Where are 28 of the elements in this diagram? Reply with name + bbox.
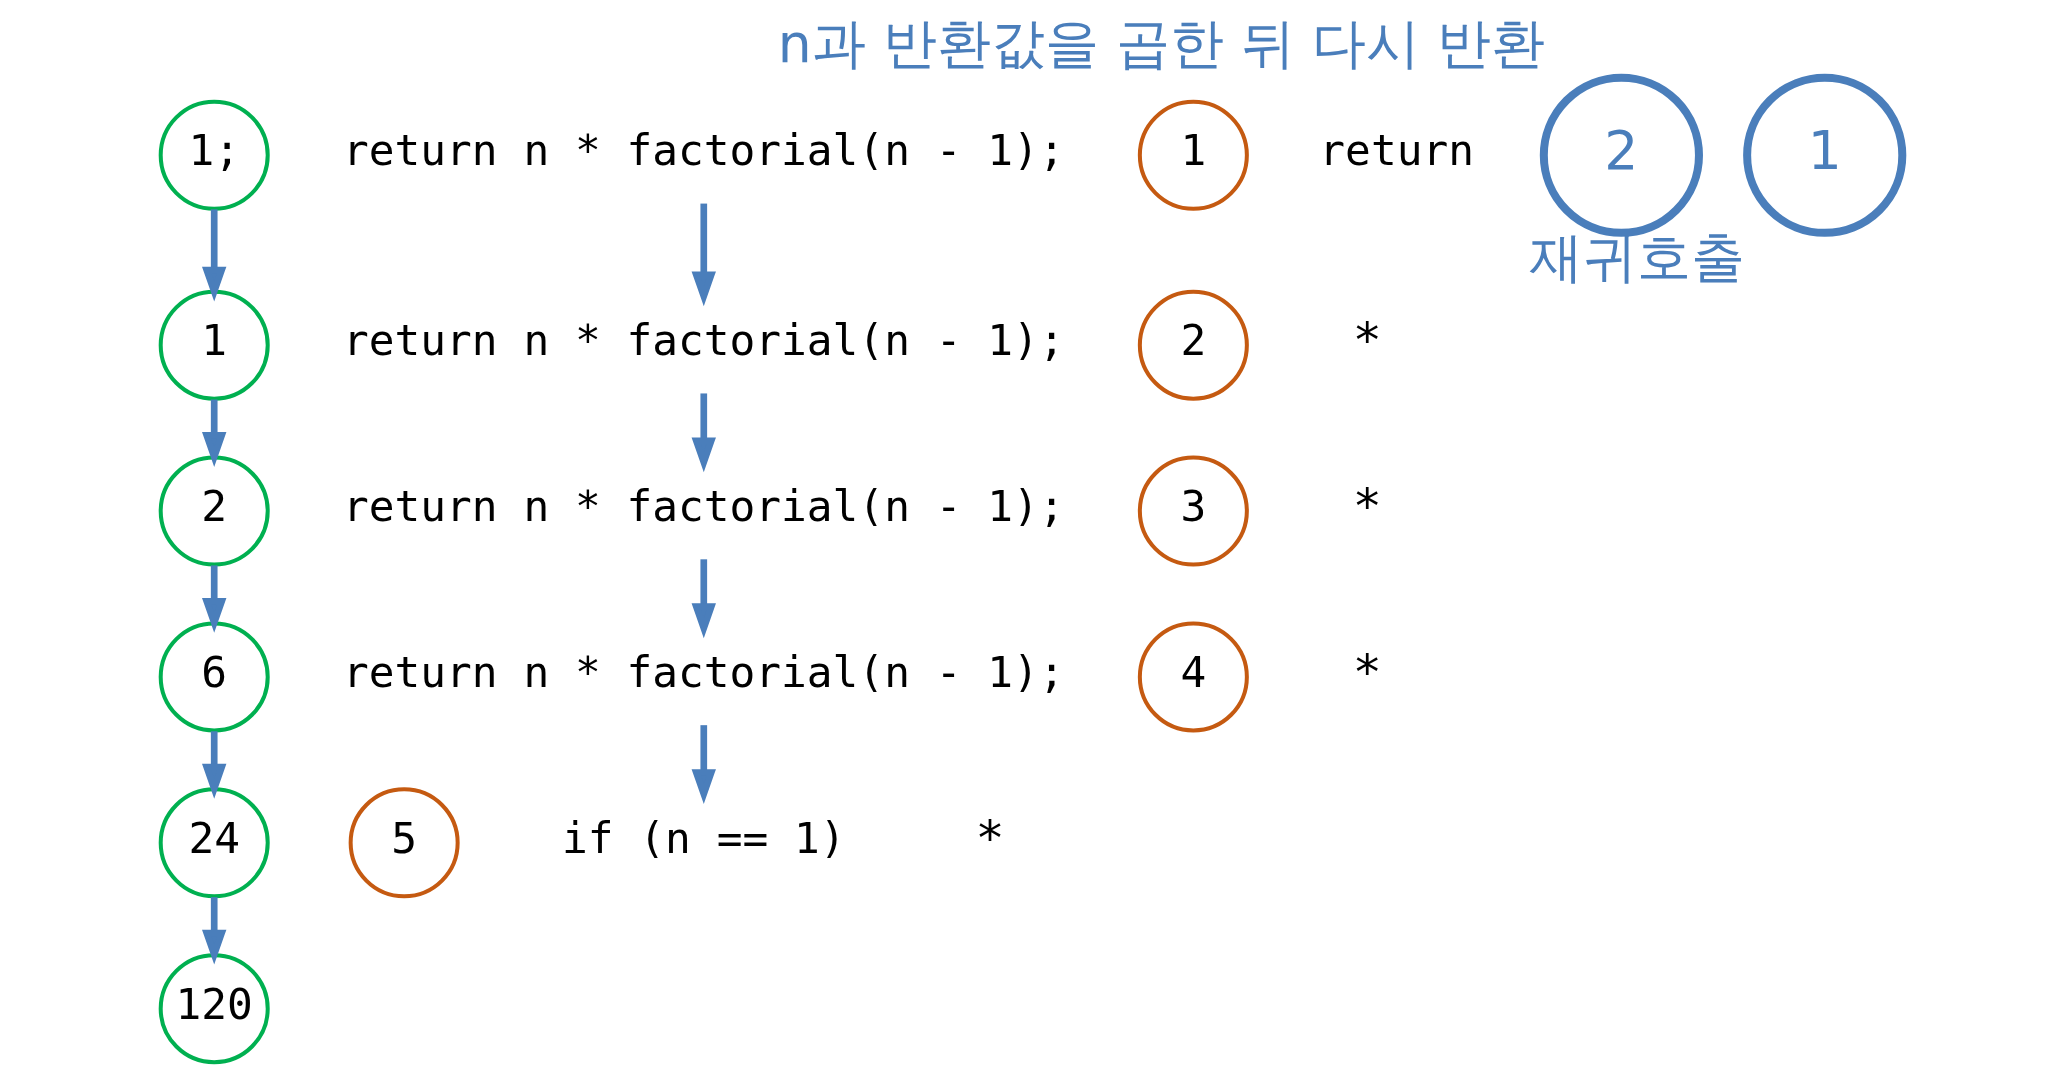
label: * — [1352, 311, 1382, 368]
node-circle: 2 — [1137, 289, 1249, 401]
node-text: return — [1319, 125, 1474, 176]
arrow — [691, 393, 716, 473]
arrow — [691, 203, 716, 307]
arrow — [202, 565, 227, 633]
node-text: return n * factorial(n - 1); — [343, 315, 1065, 366]
node-text: return n * factorial(n - 1); — [343, 125, 1065, 176]
node-circle: 6 — [158, 621, 270, 733]
label: * — [975, 809, 1005, 866]
arrow — [202, 399, 227, 467]
node-circle: 1; — [158, 99, 270, 211]
node-circle: 4 — [1137, 621, 1249, 733]
node-circle: 1 — [1743, 73, 1907, 237]
node-circle: 24 — [158, 787, 270, 899]
node-circle: 120 — [158, 953, 270, 1065]
node-label: n과 반환값을 곱한 뒤 다시 반환 — [777, 11, 1545, 75]
node-text: return n * factorial(n - 1); — [343, 647, 1065, 698]
node-circle: 1 — [158, 289, 270, 401]
node-circle: 5 — [348, 787, 460, 899]
node-circle: 2 — [158, 455, 270, 567]
label: * — [1352, 477, 1382, 534]
node-circle: 3 — [1137, 455, 1249, 567]
label: * — [1352, 643, 1382, 700]
node-text: if (n == 1) — [562, 812, 846, 863]
node-text: return n * factorial(n - 1); — [343, 481, 1065, 532]
arrow — [202, 209, 227, 302]
node-circle: 1 — [1137, 99, 1249, 211]
